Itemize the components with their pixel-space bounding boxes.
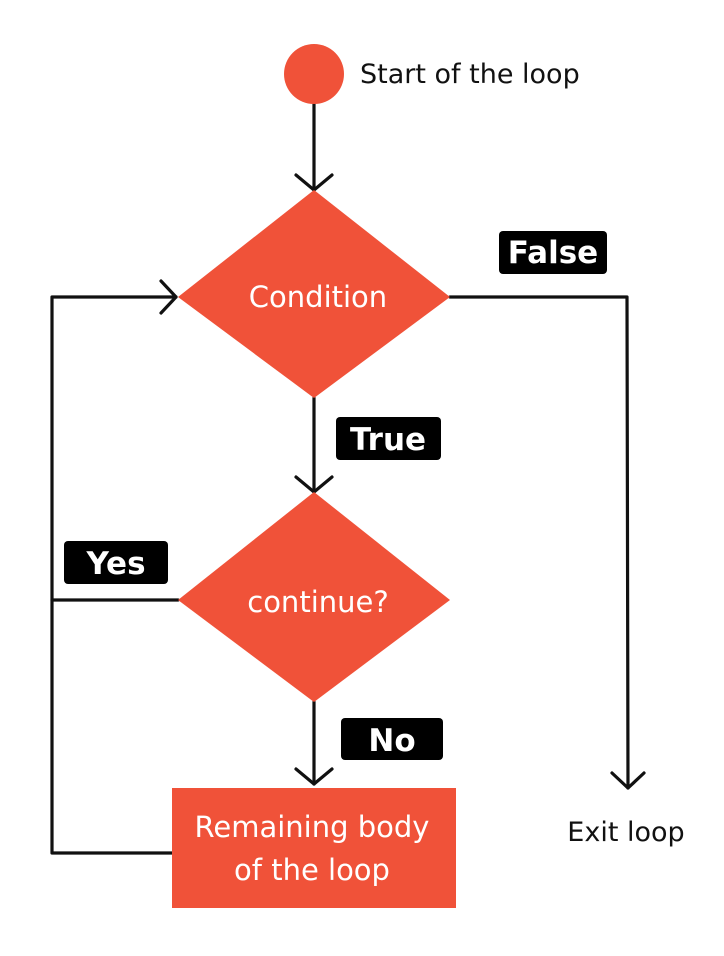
false-badge bbox=[499, 231, 607, 274]
loopback-arrowhead bbox=[159, 279, 178, 315]
false-label: False bbox=[508, 235, 598, 271]
exit-label: Exit loop bbox=[567, 817, 684, 848]
body-loopback-line bbox=[50, 598, 180, 855]
no-badge bbox=[341, 718, 443, 760]
continue-decision bbox=[178, 492, 450, 702]
condition-false-exit-line bbox=[448, 295, 630, 790]
true-label: True bbox=[350, 422, 426, 458]
condition-label: Condition bbox=[249, 280, 387, 314]
continue-to-body-arrowhead bbox=[294, 767, 334, 786]
remaining-body-box bbox=[172, 788, 456, 908]
continue-label: continue? bbox=[247, 585, 389, 619]
continue-yes-loopback-line bbox=[50, 295, 180, 602]
remaining-body-label-line1: Remaining body bbox=[195, 810, 430, 844]
remaining-body-label-line2: of the loop bbox=[234, 853, 390, 887]
no-label: No bbox=[368, 723, 415, 759]
start-node bbox=[284, 44, 344, 104]
yes-badge bbox=[64, 541, 168, 584]
yes-label: Yes bbox=[85, 546, 145, 582]
start-label: Start of the loop bbox=[360, 59, 580, 90]
exit-arrowhead bbox=[610, 771, 646, 790]
condition-decision bbox=[178, 190, 450, 398]
true-badge bbox=[336, 417, 441, 460]
